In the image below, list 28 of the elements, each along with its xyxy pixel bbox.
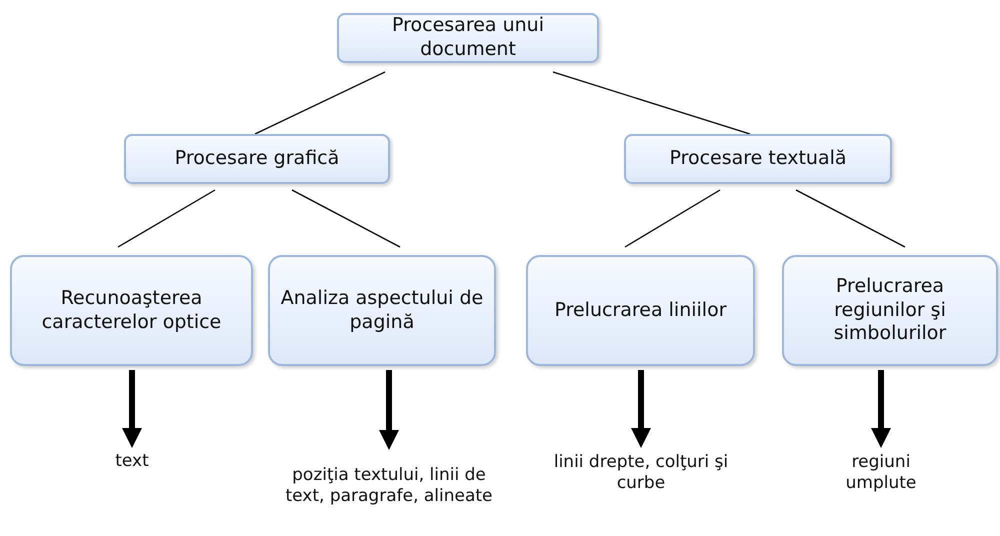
arrow	[871, 370, 891, 448]
box-label: Procesare grafică	[174, 147, 340, 171]
box-label: Procesarea unui document	[391, 14, 545, 62]
process-box	[337, 13, 599, 63]
arrow	[379, 370, 399, 450]
box-label: Prelucrarea regiunilor şi simbolurilor	[832, 274, 948, 346]
result-text: regiuni umplute	[844, 452, 918, 494]
connector-line	[254, 71, 386, 135]
process-box	[10, 255, 253, 366]
box-label: Prelucrarea liniilor	[554, 298, 727, 322]
connector-line	[796, 189, 906, 248]
box-label: Procesare textuală	[669, 147, 847, 171]
process-box	[268, 255, 496, 366]
connector-line	[292, 189, 400, 248]
process-box	[124, 134, 390, 184]
box-label: Recunoaşterea caracterelor optice	[40, 286, 222, 334]
connector-line	[624, 189, 720, 248]
connector-line	[118, 189, 216, 248]
process-box	[624, 134, 892, 184]
result-text: text	[115, 451, 149, 473]
arrow	[122, 370, 142, 448]
result-text: poziţia textului, linii de text, paragrafe, alineate	[284, 464, 494, 508]
result-text: linii drepte, colţuri şi curbe	[552, 452, 730, 494]
box-label: Analiza aspectului de pagină	[280, 286, 484, 334]
process-box	[782, 255, 998, 366]
arrow	[631, 370, 651, 448]
connector-line	[552, 71, 750, 135]
process-box	[526, 255, 755, 366]
